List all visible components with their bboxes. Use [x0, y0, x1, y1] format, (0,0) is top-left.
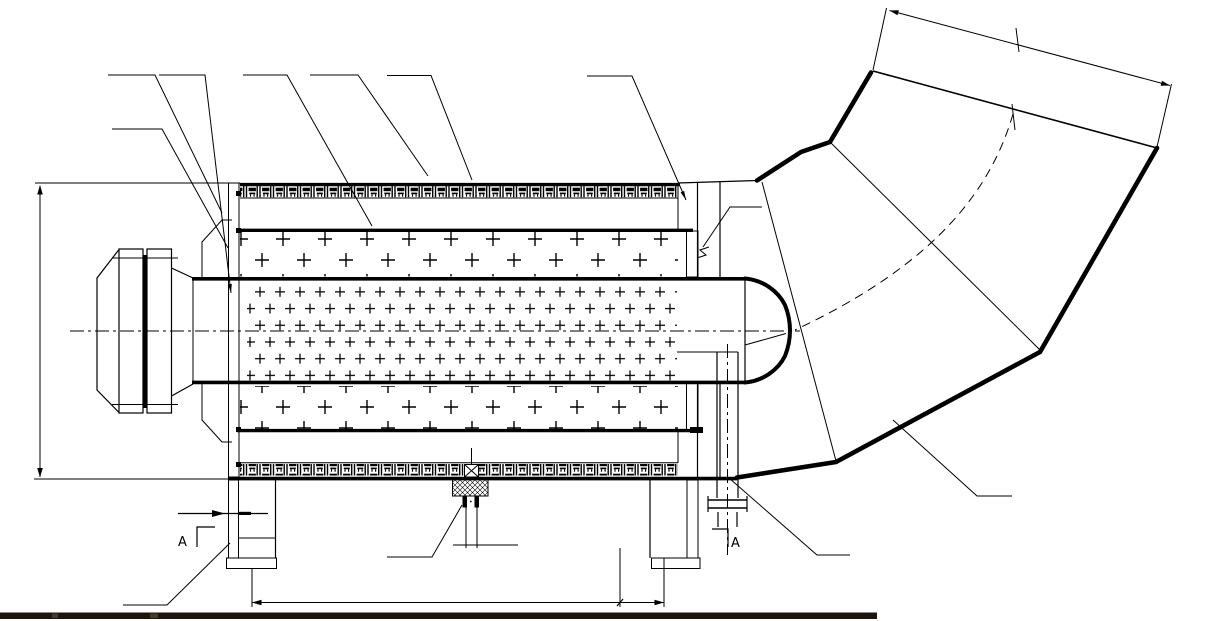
duct-centerline: [794, 113, 1014, 331]
drain-pipe-right: [707, 344, 748, 555]
absorber-layer-top: [240, 229, 678, 277]
perforated-fill: [247, 281, 677, 381]
support-leg-right: [649, 479, 701, 569]
section-marker-left: A: [178, 510, 268, 550]
left-end-wall: [228, 182, 240, 478]
weld-symbol: [696, 246, 710, 259]
outlet-duct-elbow: [734, 70, 1160, 480]
support-leg-left: [226, 479, 277, 569]
outlet-ring-top: [686, 230, 699, 278]
outer-shell: [228, 179, 758, 481]
dimension-base-length: [251, 548, 665, 607]
dimension-outlet-width: [872, 7, 1172, 148]
drain-fitting-center: [452, 448, 518, 548]
section-label-right: A: [731, 536, 740, 551]
bottom-grating-band: [240, 464, 678, 476]
callout-leaders: [108, 74, 1012, 606]
section-label-left: A: [178, 535, 187, 550]
absorber-layer-bottom: [240, 386, 678, 429]
absorber-layers: [237, 228, 700, 433]
outlet-ring-bottom: [686, 382, 699, 430]
top-grating-band: [240, 186, 678, 198]
ground-line: [0, 612, 877, 619]
dimension-height-left: [34, 182, 240, 480]
section-marker-right: A: [712, 528, 740, 551]
